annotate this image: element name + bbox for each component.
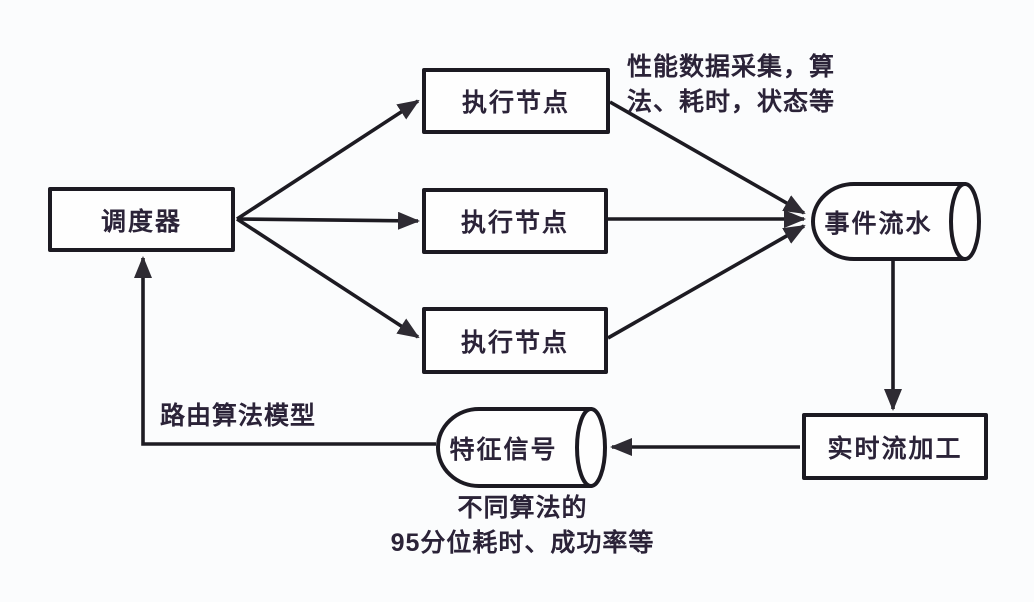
- node-executor-bottom-label: 执行节点: [460, 328, 569, 357]
- annotation-performance-line1: 性能数据采集，算: [627, 53, 836, 81]
- node-feature-signal: 特征信号: [433, 407, 608, 488]
- node-event-stream-label: 事件流水: [824, 209, 933, 238]
- cylinder-shape: [436, 407, 607, 488]
- edge-scheduler-executor-mid: [236, 211, 420, 230]
- node-executor-bottom: 执行节点: [422, 307, 608, 374]
- node-executor-top-label: 执行节点: [461, 89, 570, 117]
- annotation-feature-line2: 95分位耗时、成功率等: [390, 529, 655, 557]
- node-executor-mid: 执行节点: [422, 188, 608, 254]
- annotation-routing-model-text: 路由算法模型: [160, 402, 317, 430]
- annotation-performance-collection: 性能数据采集，算 法、耗时，状态等: [627, 50, 835, 120]
- node-feature-signal-label: 特征信号: [449, 435, 558, 464]
- edge-executor-top-event-stream: [609, 100, 806, 215]
- node-event-stream: 事件流水: [808, 182, 983, 261]
- annotation-feature-metrics: 不同算法的 95分位耗时、成功率等: [370, 491, 675, 561]
- node-realtime-processing: 实时流加工: [802, 413, 988, 480]
- annotation-routing-model: 路由算法模型: [160, 399, 316, 434]
- node-realtime-processing-label: 实时流加工: [827, 434, 963, 463]
- edge-scheduler-executor-top: [236, 99, 420, 221]
- edge-feature-signal-scheduler: [134, 256, 436, 446]
- node-scheduler: 调度器: [48, 187, 235, 252]
- node-executor-mid-label: 执行节点: [460, 209, 569, 237]
- node-executor-top: 执行节点: [422, 68, 610, 134]
- edge-scheduler-executor-bottom: [236, 217, 420, 339]
- cylinder-shape: [811, 182, 981, 261]
- annotation-performance-line2: 法、耗时，状态等: [627, 88, 836, 116]
- node-scheduler-label: 调度器: [100, 207, 182, 236]
- annotation-feature-line1: 不同算法的: [457, 494, 588, 522]
- edge-executor-bottom-event-stream: [607, 224, 806, 340]
